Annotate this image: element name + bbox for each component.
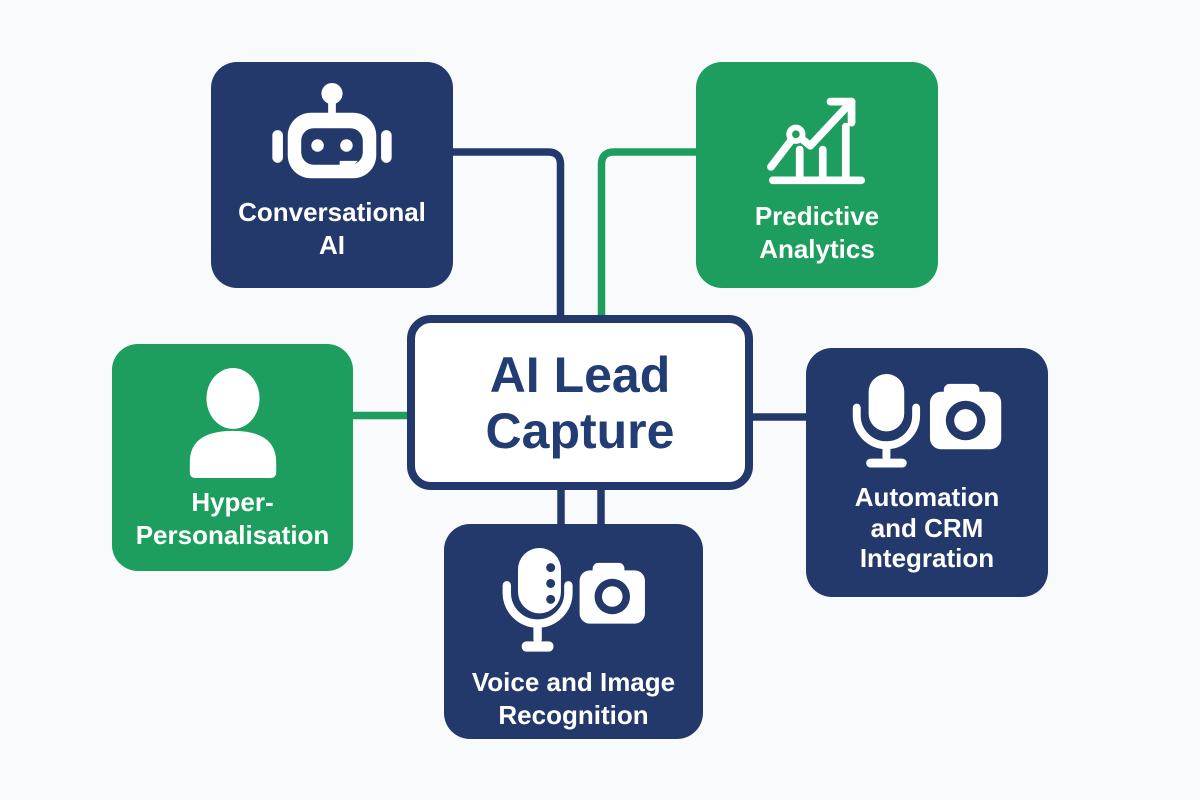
node-conversational-ai: Conversational AI bbox=[211, 62, 453, 288]
node-label: Hyper- Personalisation bbox=[136, 486, 330, 551]
node-hyper-personalisation: Hyper- Personalisation bbox=[112, 344, 353, 571]
microphone-icon bbox=[502, 548, 573, 652]
label-line: AI bbox=[318, 229, 345, 260]
microphone-camera-icon bbox=[852, 374, 1002, 468]
dotted-microphone-camera-icon bbox=[502, 548, 645, 652]
label-line: Conversational bbox=[238, 197, 426, 227]
label-line: Analytics bbox=[759, 233, 875, 264]
label-line: Personalisation bbox=[135, 519, 330, 550]
diagram-title: AI Lead Capture bbox=[486, 347, 675, 459]
node-automation-crm-integration: Automation and CRM Integration bbox=[806, 348, 1048, 597]
label-line: Hyper- bbox=[191, 487, 274, 517]
title-line: Capture bbox=[485, 402, 675, 459]
connector-predictive-analytics-to-center bbox=[597, 148, 698, 320]
label-line: Integration bbox=[859, 543, 995, 574]
camera-icon bbox=[579, 562, 645, 624]
title-line: AI Lead bbox=[489, 346, 671, 403]
node-predictive-analytics: Predictive Analytics bbox=[696, 62, 938, 288]
label-line: Predictive bbox=[754, 201, 880, 231]
microphone-icon bbox=[852, 374, 921, 468]
label-line: Voice and Image bbox=[471, 667, 676, 697]
node-voice-image-recognition: Voice and Image Recognition bbox=[444, 524, 703, 739]
label-line: and CRM bbox=[870, 512, 984, 543]
node-label: Automation and CRM Integration bbox=[855, 482, 999, 574]
node-label: Conversational AI bbox=[238, 196, 426, 261]
node-label: Voice and Image Recognition bbox=[472, 666, 675, 731]
camera-icon bbox=[929, 383, 1002, 450]
center-node-ai-lead-capture: AI Lead Capture bbox=[407, 315, 753, 490]
person-icon bbox=[189, 368, 276, 478]
connector-conversational-ai-to-center bbox=[452, 148, 565, 320]
node-label: Predictive Analytics bbox=[755, 200, 879, 265]
trend-chart-icon bbox=[767, 97, 866, 185]
robot-icon bbox=[272, 82, 392, 179]
label-line: Automation bbox=[854, 482, 1000, 512]
label-line: Recognition bbox=[498, 699, 649, 730]
